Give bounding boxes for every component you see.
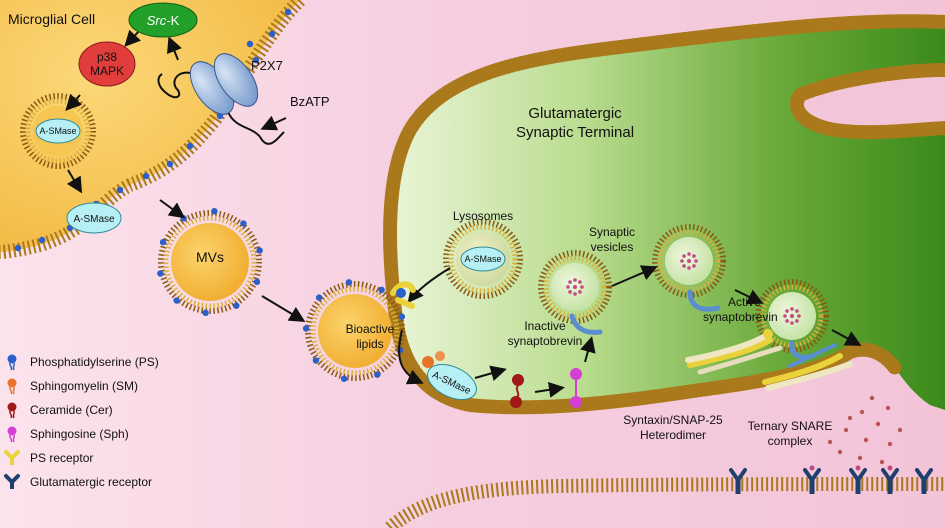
sm-molecule-2 xyxy=(435,351,445,361)
cer-icon xyxy=(7,402,17,419)
asmase-label-cell: A-SMase xyxy=(73,214,115,225)
arrow-6 xyxy=(159,199,186,219)
arrow-2 xyxy=(167,36,182,61)
src-k-italic: Src xyxy=(147,13,167,28)
glutamatergic-receptor-1 xyxy=(729,468,747,494)
glutamatergic-receptor-5 xyxy=(915,468,933,494)
microglial-cell-label: Microglial Cell xyxy=(8,11,95,27)
glutamate-dots xyxy=(827,395,903,465)
mv-vesicle xyxy=(157,207,263,317)
arrows-group xyxy=(65,29,862,398)
p2x7-loop xyxy=(157,71,197,99)
mvs-label: MVs xyxy=(196,249,224,265)
p2x7-subunit-2 xyxy=(213,53,259,107)
syntaxin-snap25-heterodimer xyxy=(685,329,783,375)
legend-label-6: Glutamatergic receptor xyxy=(30,475,152,489)
glutamatergic-receptor-3 xyxy=(849,465,867,494)
ceramide-molecule-1 xyxy=(512,374,524,386)
synaptic-vesicles-label-2: vesicles xyxy=(591,240,634,254)
arrow-4 xyxy=(260,115,287,131)
legend-item-3: Ceramide (Cer) xyxy=(7,402,113,419)
arrow-3 xyxy=(65,93,83,111)
synaptobrevin-inactive xyxy=(569,313,603,335)
legend-item-5: PS receptor xyxy=(4,450,93,465)
ps-receptor-terminal xyxy=(390,281,416,309)
p2x7-label: P2X7 xyxy=(251,58,283,73)
arrow-11 xyxy=(534,381,565,398)
sphingosine-molecule-1 xyxy=(570,368,582,380)
p2x7-receptor xyxy=(157,53,285,145)
p38-line1: p38 xyxy=(97,50,117,64)
legend-item-1: Phosphatidylserine (PS) xyxy=(7,354,159,371)
p38-line2: MAPK xyxy=(90,64,124,78)
cell-vesicle-asmase-asmase-label: A-SMase xyxy=(39,126,76,136)
arrow-15 xyxy=(831,329,862,346)
arrow-1 xyxy=(124,29,142,47)
lysosome: A-SMase xyxy=(443,219,523,299)
lysosome-asmase-label: A-SMase xyxy=(464,254,501,264)
legend-label-5: PS receptor xyxy=(30,451,93,465)
lipid-conversion xyxy=(422,351,582,408)
active-synaptobrevin-label-1: Active xyxy=(728,295,761,309)
bioactive-label-2: lipids xyxy=(356,337,383,351)
arrow-14 xyxy=(734,289,764,305)
synaptic-vesicles-label-1: Synaptic xyxy=(589,225,635,239)
lysosomes-label: Lysosomes xyxy=(453,209,513,223)
glutamatergic-receptors xyxy=(729,465,933,494)
arrow-8 xyxy=(407,267,451,304)
syntaxin-label-2: Heterodimer xyxy=(640,428,706,442)
glutamatergic-receptor-icon xyxy=(4,474,20,489)
synaptobrevin-active xyxy=(687,289,721,312)
bzatp-label: BzATP xyxy=(290,94,330,109)
synaptobrevin-ternary xyxy=(789,340,815,360)
arrow-13 xyxy=(611,265,658,287)
terminal-label-1: Glutamatergic xyxy=(528,105,622,122)
cell-vesicle-asmase: A-SMase xyxy=(20,93,96,169)
arrow-10 xyxy=(474,365,507,381)
legend-label-4: Sphingosine (Sph) xyxy=(30,427,129,441)
p2x7-tail xyxy=(227,111,285,145)
active-synaptobrevin-label-2: synaptobrevin xyxy=(703,310,778,324)
ternary-label-2: complex xyxy=(768,434,813,448)
legend-label-2: Sphingomyelin (SM) xyxy=(30,379,138,393)
sm-molecule xyxy=(422,356,434,368)
postsynaptic-membrane xyxy=(385,477,945,528)
terminal-label-2: Synaptic Terminal xyxy=(516,124,634,141)
sph-icon xyxy=(7,426,17,443)
inactive-synaptobrevin-label-2: synaptobrevin xyxy=(508,334,583,348)
src-k-rest: -K xyxy=(166,13,179,28)
sphingosine-molecule-2 xyxy=(570,396,582,408)
glutamatergic-receptor-2 xyxy=(803,465,821,494)
legend-item-2: Sphingomyelin (SM) xyxy=(7,378,138,395)
sm-icon xyxy=(7,378,17,395)
asmase-enzyme-cell: A-SMase xyxy=(66,202,122,234)
glutamatergic-receptor-4 xyxy=(881,465,899,494)
svg-text:Src-K: Src-K xyxy=(147,13,180,28)
bioactive-label-1: Bioactive xyxy=(346,322,395,336)
arrow-5 xyxy=(66,169,83,194)
legend-item-6: Glutamatergic receptor xyxy=(4,474,152,489)
legend-label-3: Ceramide (Cer) xyxy=(30,403,113,417)
ceramide-molecule-2 xyxy=(510,396,522,408)
inactive-synaptobrevin-label-1: Inactive xyxy=(524,319,566,333)
legend: Phosphatidylserine (PS) Sphingomyelin (SM… xyxy=(4,354,159,489)
ternary-label-1: Ternary SNARE xyxy=(748,419,833,433)
ps-receptor-icon xyxy=(4,450,20,465)
legend-label-1: Phosphatidylserine (PS) xyxy=(30,355,159,369)
legend-item-4: Sphingosine (Sph) xyxy=(7,426,129,443)
p38-mapk-node: p38 MAPK xyxy=(78,41,136,87)
src-k-node: Src-K xyxy=(128,2,198,38)
terminal-membrane-inlet xyxy=(789,63,945,140)
ps-icon xyxy=(7,354,17,371)
syntaxin-label-1: Syntaxin/SNAP-25 xyxy=(623,413,723,427)
arrow-7 xyxy=(261,295,306,323)
arrow-12 xyxy=(580,336,596,363)
arrow-9 xyxy=(398,329,424,385)
